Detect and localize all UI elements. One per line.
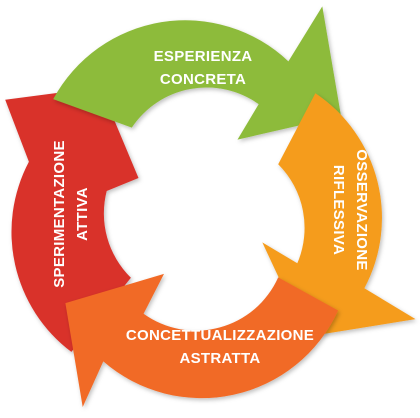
osservazione-line-2: RIFLESSIVA [330,165,347,255]
esperienza-line-2: CONCRETA [160,71,246,88]
arrow-concettualizzazione-shape [65,273,339,407]
label-osservazione: OSSERVAZIONE RIFLESSIVA [330,149,370,270]
label-concettualizzazione: CONCETTUALIZZAZIONE ASTRATTA [126,327,314,367]
arrow-osservazione [262,93,416,337]
concettualizzazione-line-2: ASTRATTA [180,350,261,367]
arrow-concettualizzazione [65,273,339,407]
sperimentazione-line-1: SPERIMENTAZIONE [51,140,68,288]
arrow-sperimentazione-shape [5,87,139,352]
concettualizzazione-line-1: CONCETTUALIZZAZIONE [126,327,314,344]
label-esperienza: ESPERIENZA CONCRETA [154,48,253,88]
arrow-esperienza-shape [53,6,341,140]
arrow-osservazione-shape [262,93,416,337]
sperimentazione-line-2: ATTIVA [74,187,91,241]
arrow-sperimentazione [5,87,139,352]
arrow-esperienza [53,6,341,140]
osservazione-line-1: OSSERVAZIONE [353,149,370,270]
label-sperimentazione: SPERIMENTAZIONE ATTIVA [51,140,91,288]
esperienza-line-1: ESPERIENZA [154,48,253,65]
